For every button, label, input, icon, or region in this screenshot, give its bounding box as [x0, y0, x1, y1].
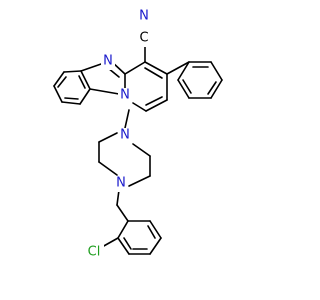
piperazine-ring [98, 109, 151, 187]
atom-n-bridgehead: N [120, 88, 130, 103]
bond [144, 61, 168, 75]
bond [132, 143, 151, 157]
atom-cl: Cl [88, 245, 101, 260]
bond [177, 79, 190, 99]
bond [149, 237, 162, 255]
bond [166, 61, 190, 75]
bond [182, 79, 192, 94]
bond [80, 62, 105, 72]
atom-c-nitrile: C [139, 31, 148, 46]
bond [53, 71, 65, 87]
bond [63, 70, 82, 73]
bond [132, 102, 147, 112]
atom-n-piperazine-top: N [120, 128, 130, 143]
bond [128, 175, 151, 187]
bond [79, 88, 91, 105]
bond [80, 70, 91, 90]
bond [117, 237, 130, 255]
atom-labels: N N N C N N Cl [84, 9, 151, 260]
bond [145, 99, 168, 112]
pyridine-ring [124, 61, 168, 112]
bond [98, 132, 118, 143]
bond [123, 237, 132, 250]
bond [207, 81, 217, 95]
bond [117, 220, 129, 239]
bond [64, 97, 79, 100]
bond [147, 225, 156, 239]
bond [124, 61, 146, 75]
bond [210, 79, 223, 99]
molecule-structure: N N N C N N Cl [53, 9, 223, 260]
bond [101, 237, 119, 248]
bond [98, 161, 118, 176]
bond [116, 189, 120, 206]
benzyl-linker [116, 189, 120, 206]
chlorophenyl-ring [101, 204, 162, 255]
bond [78, 75, 86, 89]
atom-n-nitrile: N [139, 9, 149, 24]
bond [57, 76, 67, 88]
bond [210, 61, 223, 81]
bond [53, 85, 63, 103]
bond [149, 220, 162, 239]
bond [61, 101, 81, 105]
atom-n-piperazine-bottom: N [116, 176, 126, 191]
bond [144, 67, 163, 79]
phenyl-ring [166, 61, 223, 99]
bond [177, 61, 190, 81]
atom-n-imidazole: N [103, 54, 113, 69]
bond [124, 109, 130, 129]
bond [116, 204, 129, 222]
structure-canvas: N N N C N N Cl [53, 9, 223, 260]
bond [89, 88, 120, 95]
benzo-ring [53, 70, 91, 105]
bond [145, 96, 163, 106]
